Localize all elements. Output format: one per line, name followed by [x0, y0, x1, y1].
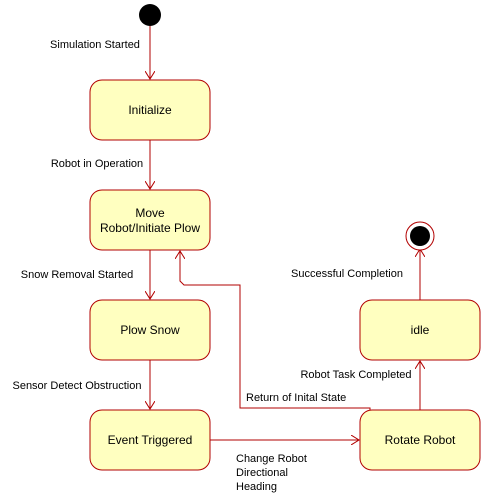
state-idle-label: idle [411, 323, 430, 337]
state-plow-snow-label: Plow Snow [120, 323, 180, 337]
label-sensor-detect-obstruction: Sensor Detect Obstruction [12, 380, 141, 392]
state-rotate-robot: Rotate Robot [359, 409, 481, 471]
label-robot-in-operation: Robot in Operation [51, 158, 143, 170]
initial-node [139, 4, 161, 26]
label-return-of-initial-state: Return of Inital State [246, 392, 346, 404]
state-initialize: Initialize [89, 79, 211, 141]
state-move-robot: Move Robot/Initiate Plow [89, 189, 211, 251]
state-idle: idle [359, 299, 481, 361]
edge-return-of-initial-state [180, 251, 371, 410]
state-move-label-line1: Move [135, 206, 165, 220]
state-rotate-robot-label: Rotate Robot [385, 433, 456, 447]
state-event-triggered: Event Triggered [89, 409, 211, 471]
label-change-heading-line2: Directional [236, 467, 288, 479]
state-initialize-label: Initialize [128, 103, 172, 117]
state-plow-snow: Plow Snow [89, 299, 211, 361]
state-move-label-line2: Robot/Initiate Plow [100, 221, 200, 235]
label-successful-completion: Successful Completion [291, 268, 403, 280]
label-change-heading-line3: Heading [236, 481, 277, 493]
final-node [405, 221, 435, 251]
label-robot-task-completed: Robot Task Completed [300, 369, 411, 381]
label-change-heading-line1: Change Robot [236, 453, 307, 465]
state-event-triggered-label: Event Triggered [108, 433, 193, 447]
label-snow-removal-started: Snow Removal Started [21, 269, 134, 281]
label-simulation-started: Simulation Started [50, 39, 140, 51]
